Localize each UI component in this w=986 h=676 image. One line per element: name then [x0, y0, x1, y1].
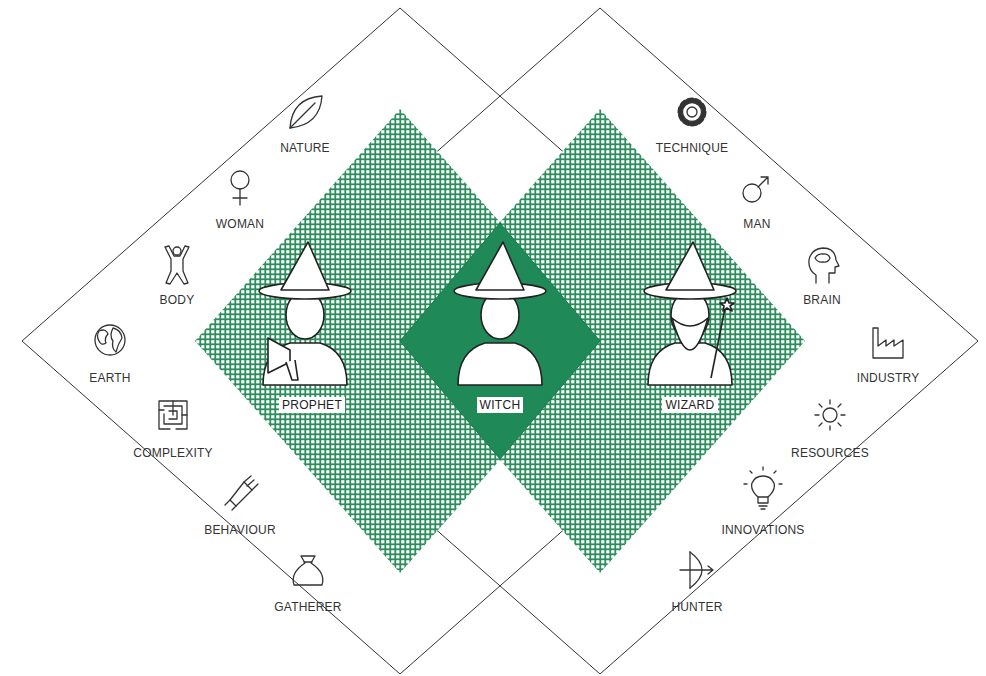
concept-label: EARTH	[89, 371, 130, 385]
concept-label: HUNTER	[671, 600, 722, 614]
archetype-label: PROPHET	[279, 397, 345, 413]
archetype-label: WITCH	[477, 397, 524, 413]
witch-figure	[454, 242, 546, 385]
behaviour-icon	[225, 476, 258, 510]
concept-label: WOMAN	[216, 217, 264, 231]
maze-icon	[159, 401, 187, 429]
concept-label: RESOURCES	[791, 446, 869, 460]
wizard-figure	[644, 242, 736, 385]
factory-icon	[873, 328, 903, 358]
concept-label: INNOVATIONS	[721, 523, 804, 537]
bulb-icon	[744, 467, 782, 509]
gear-icon	[680, 100, 704, 124]
concept-label: MAN	[743, 217, 770, 231]
sack-icon	[293, 556, 323, 585]
archetype-label: WIZARD	[662, 397, 717, 413]
body-icon	[165, 246, 189, 284]
bow-icon	[680, 552, 713, 588]
prophet-figure	[259, 242, 351, 385]
concept-label: BEHAVIOUR	[204, 523, 276, 537]
concept-label: GATHERER	[274, 600, 341, 614]
diamond-outline	[395, 109, 805, 573]
concept-label: COMPLEXITY	[133, 446, 212, 460]
concept-label: TECHNIQUE	[656, 141, 728, 155]
diamond-outline	[222, 8, 978, 674]
globe-icon	[95, 325, 125, 355]
sun-icon	[815, 400, 845, 430]
concept-label: BODY	[160, 293, 195, 307]
diamond-outline	[400, 223, 600, 459]
concept-label: NATURE	[280, 141, 330, 155]
female-symbol	[231, 171, 249, 205]
concept-label: BRAIN	[803, 293, 841, 307]
concept-label: INDUSTRY	[857, 371, 920, 385]
male-symbol	[743, 177, 768, 202]
brain-head-icon	[809, 248, 839, 283]
